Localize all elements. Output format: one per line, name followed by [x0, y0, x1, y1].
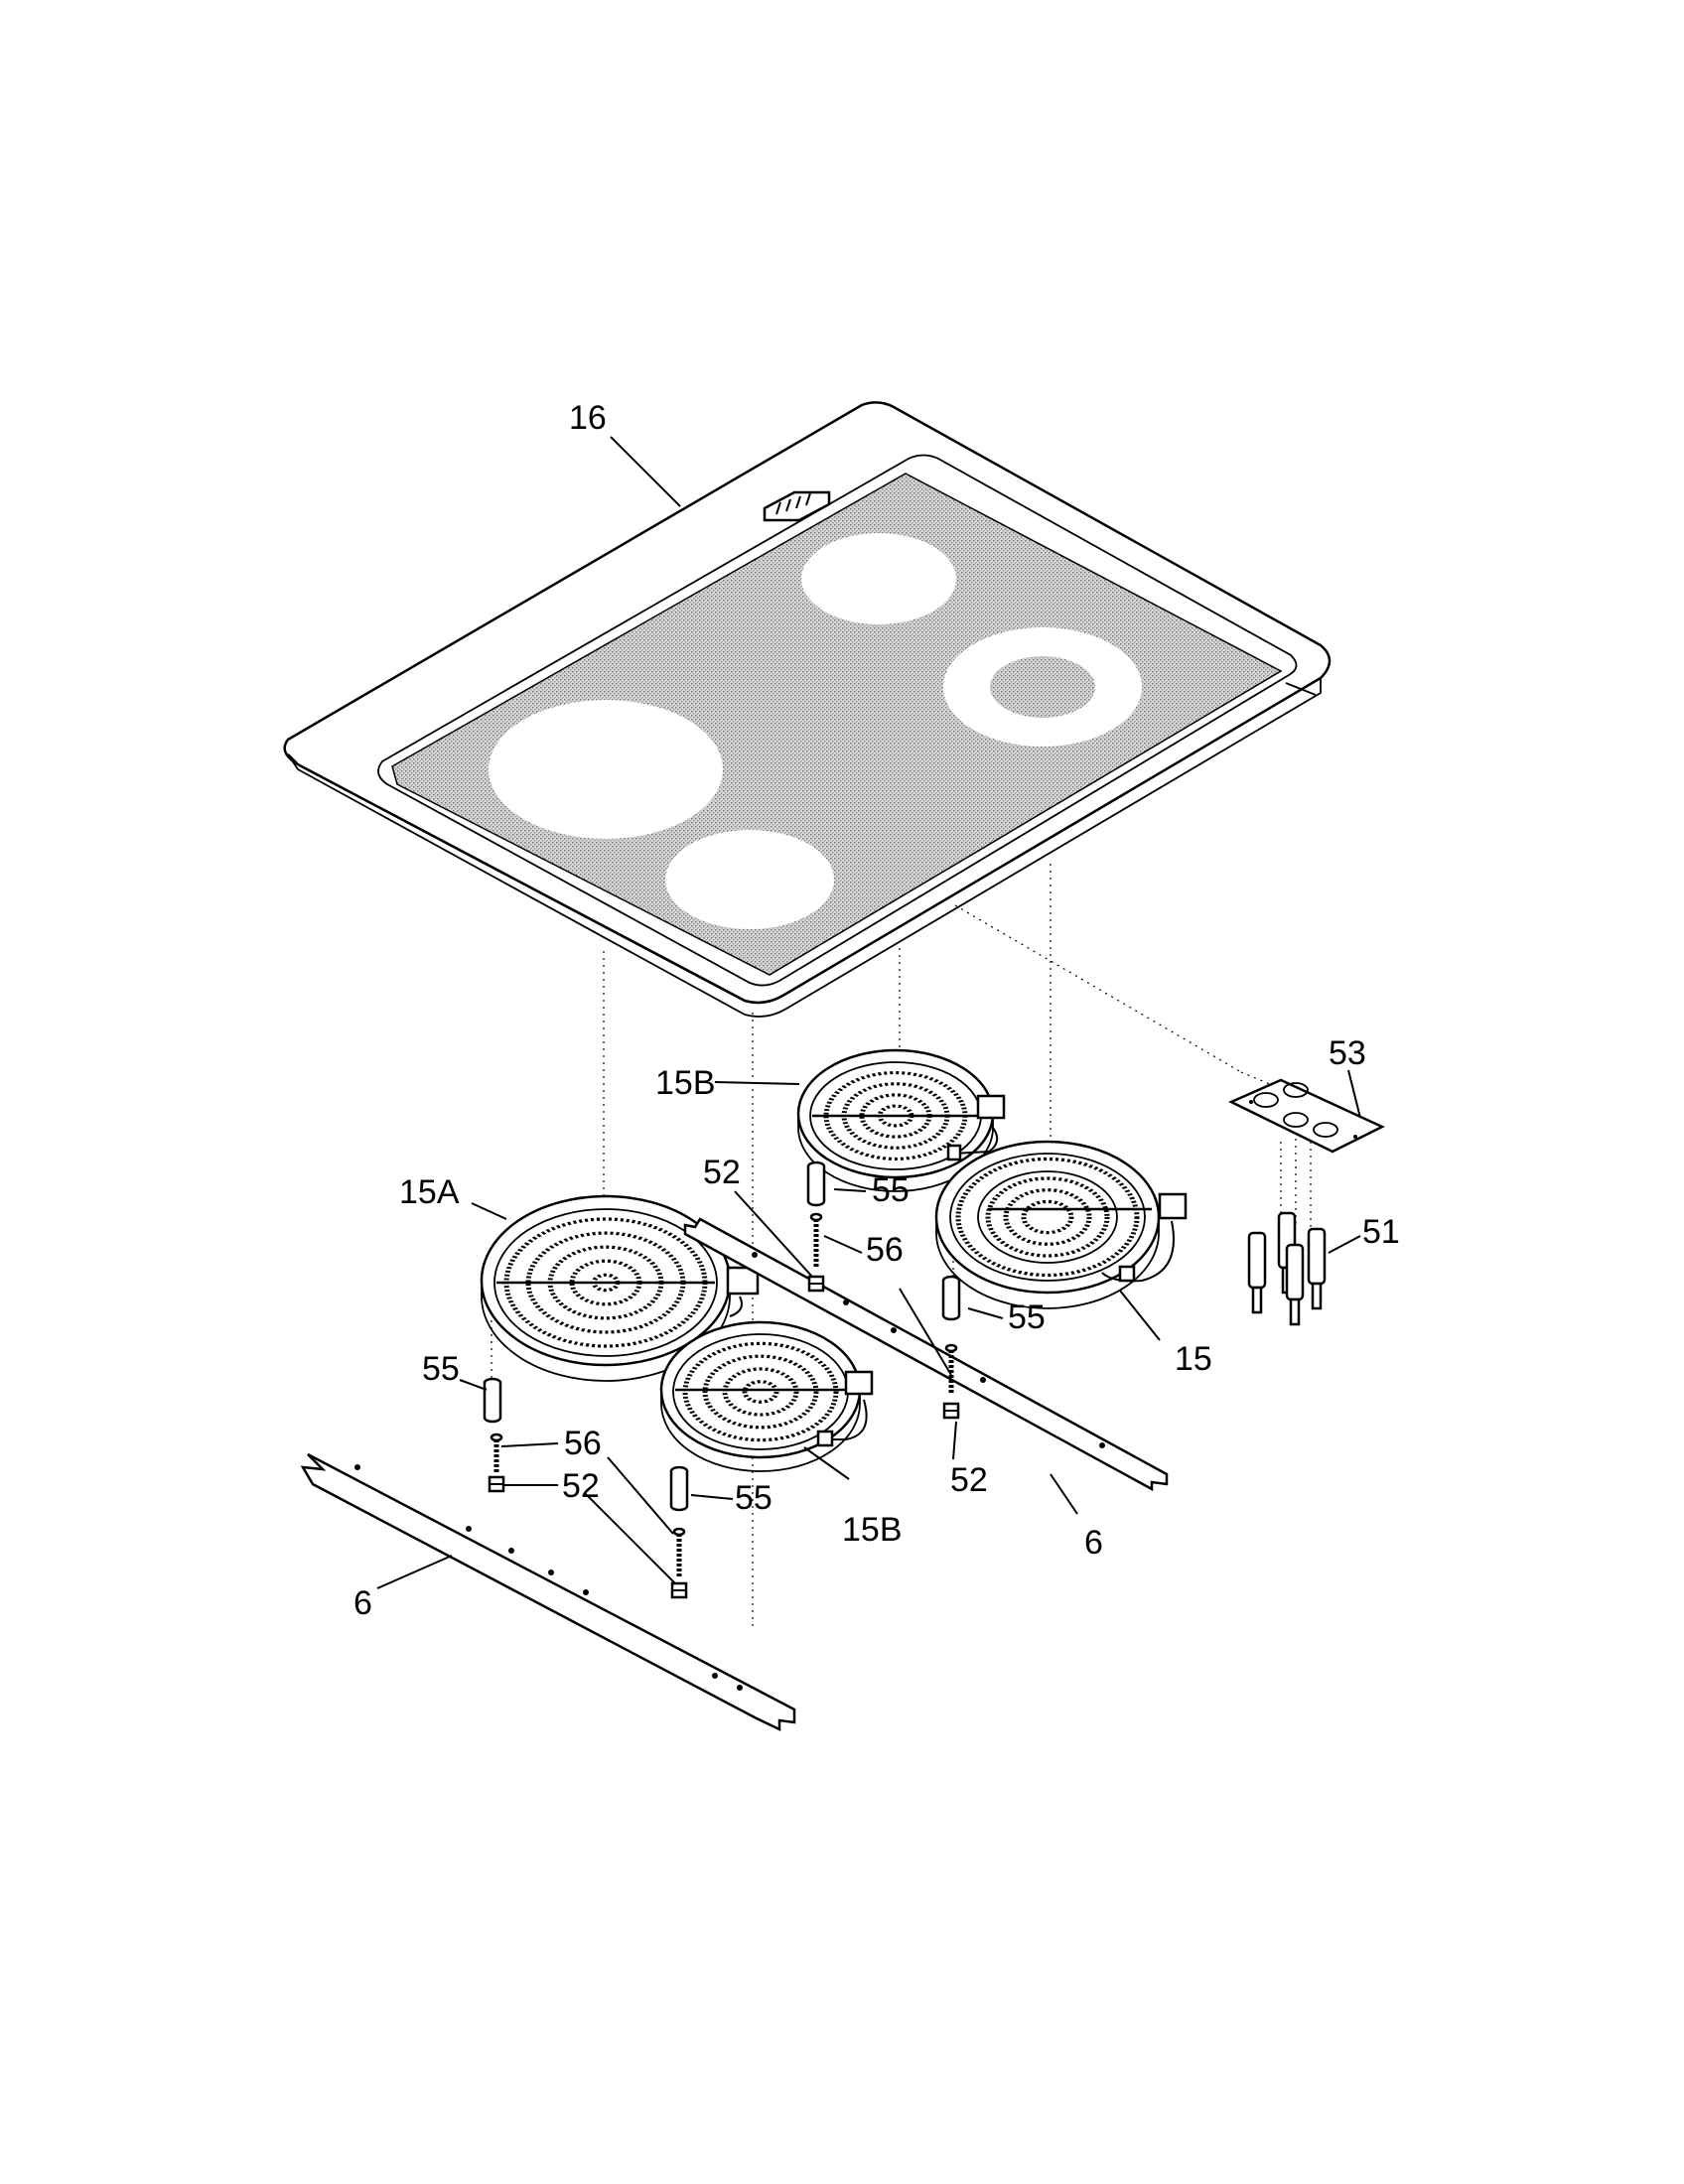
label-element-left-rear: 15B [842, 1511, 903, 1549]
spacer-right [941, 1275, 961, 1321]
burner-marking-center [990, 656, 1095, 718]
leader-lines [376, 436, 1361, 1589]
spacer-left [483, 1377, 502, 1424]
label-element-right-front: 15 [1175, 1340, 1212, 1378]
bracket-left [300, 1452, 796, 1731]
vent-grille [763, 490, 831, 522]
spacer-upper [806, 1160, 826, 1207]
burner-marking-left-front [665, 830, 834, 929]
glass-surface [391, 473, 1283, 976]
label-cooktop: 16 [569, 399, 607, 437]
nut-right [942, 1402, 960, 1420]
label-bolt-upper: 56 [866, 1231, 904, 1269]
cooktop-glass-assembly [283, 401, 1332, 1018]
label-switches: 51 [1362, 1213, 1400, 1251]
spacer-center [669, 1465, 689, 1512]
label-spacer-upper: 55 [872, 1171, 910, 1209]
switches [1247, 1211, 1327, 1326]
label-nut-left: 52 [562, 1467, 600, 1505]
bolt-upper [809, 1212, 823, 1269]
label-spacer-right: 55 [1008, 1298, 1046, 1336]
label-spacer-center: 55 [735, 1479, 772, 1517]
nut-center [670, 1581, 688, 1599]
label-screw-upper: 52 [703, 1154, 741, 1191]
label-bolt-left: 56 [564, 1425, 602, 1462]
label-spacer-left: 55 [422, 1350, 460, 1388]
bolt-left [490, 1433, 503, 1474]
part-labels: 16 15B 15A 53 51 52 55 56 55 15 52 6 55 … [353, 399, 1400, 1622]
label-element-right-rear: 15B [655, 1064, 716, 1102]
nut-upper [807, 1275, 825, 1293]
label-bracket-right: 6 [1084, 1524, 1103, 1562]
bracket-right [683, 1217, 1169, 1492]
element-left-rear [659, 1320, 874, 1472]
element-left-front [480, 1194, 760, 1382]
label-bracket-left: 6 [353, 1584, 372, 1622]
burner-marking-left-rear [489, 700, 723, 839]
burner-marking-right-rear [801, 533, 956, 624]
label-nut-right: 52 [950, 1461, 988, 1499]
label-switch-plate: 53 [1329, 1034, 1366, 1072]
switch-plate [1228, 1078, 1385, 1154]
element-right-front [934, 1140, 1188, 1309]
element-right-rear [796, 1048, 1006, 1192]
bolt-right [944, 1343, 958, 1395]
label-element-left-front: 15A [399, 1173, 460, 1211]
nut-left [488, 1475, 505, 1493]
bolt-center [672, 1527, 686, 1576]
